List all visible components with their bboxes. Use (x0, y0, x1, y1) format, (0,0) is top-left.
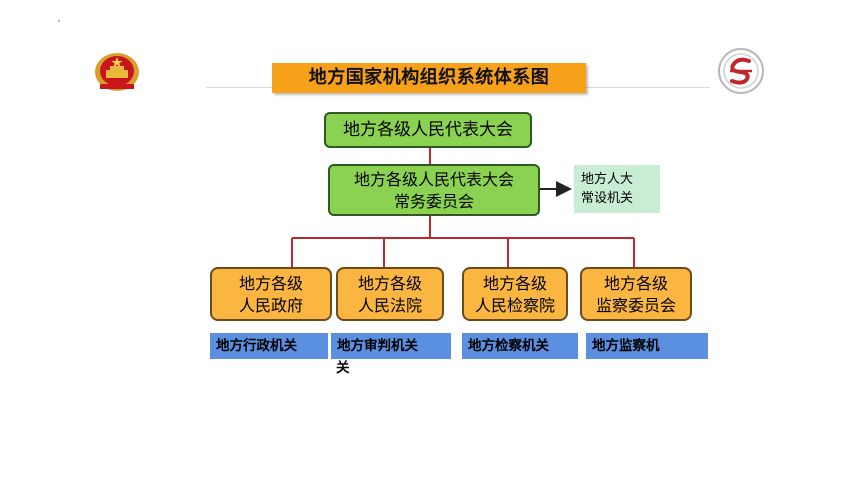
government-line1: 地方各级 (238, 274, 303, 293)
national-emblem-icon (95, 53, 139, 91)
procuratorial-organ-label: 地方检察机关 (462, 333, 578, 359)
standing-body-line1: 地方人大 (581, 172, 634, 187)
standing-committee-line1: 地方各级人民代表大会 (353, 170, 514, 189)
standing-body-line2: 常设机关 (581, 191, 634, 206)
court-line2: 人民法院 (357, 296, 422, 315)
supervision-line1: 地方各级 (603, 274, 668, 293)
administrative-organ-label: 地方行政机关 (210, 333, 328, 359)
supervisory-organ-label: 地方监察机 (586, 333, 708, 359)
local-peoples-congress-box: 地方各级人民代表大会 (324, 112, 532, 148)
procuratorate-box: 地方各级 人民检察院 (462, 267, 568, 321)
government-line2: 人民政府 (238, 296, 303, 315)
supervision-box: 地方各级 监察委员会 (580, 267, 692, 321)
supervision-line2: 监察委员会 (595, 296, 676, 315)
judicial-organ-label: 地方审判机关 (331, 333, 451, 359)
decorative-dot (58, 20, 60, 22)
school-logo-icon (718, 48, 764, 94)
procuratorate-line2: 人民检察院 (474, 296, 555, 315)
procuratorate-line1: 地方各级 (482, 274, 547, 293)
court-line1: 地方各级 (357, 274, 422, 293)
diagram-title: 地方国家机构组织系统体系图 (272, 63, 586, 93)
standing-committee-box: 地方各级人民代表大会 常务委员会 (328, 164, 540, 216)
overflow-text: 关 (336, 360, 350, 376)
standing-body-box: 地方人大 常设机关 (574, 165, 660, 213)
government-box: 地方各级 人民政府 (210, 267, 332, 321)
standing-committee-line2: 常务委员会 (393, 192, 474, 211)
court-box: 地方各级 人民法院 (336, 267, 444, 321)
